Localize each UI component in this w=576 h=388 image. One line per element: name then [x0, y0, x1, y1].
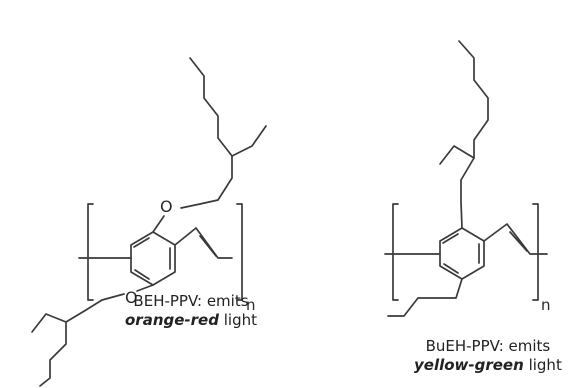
beh-ppv-ring-double-bond-3	[134, 269, 150, 280]
beh-ppv-bottom-ethyl-branch	[31, 313, 67, 333]
bueh-ppv-repeat-subscript: n	[541, 296, 551, 314]
bueh-ppv-structure: n	[384, 40, 551, 317]
bueh-ppv-caption-suffix: light	[528, 356, 562, 374]
beh-ppv-o-ring-bond-top	[152, 215, 165, 233]
bueh-ppv-benzene-ring	[439, 227, 485, 280]
beh-ppv-color-word: orange-red	[125, 311, 219, 329]
bueh-ppv-vinylene-double-bond	[509, 231, 528, 252]
beh-ppv-oxygen-top: O	[160, 197, 173, 216]
bueh-ppv-right-bracket	[532, 203, 539, 301]
beh-ppv-oxygen-bottom: O	[125, 288, 138, 307]
beh-ppv-bottom-hexyl-chain	[39, 293, 125, 387]
beh-ppv-caption-line1: BEH-PPV: emits	[133, 292, 249, 310]
bueh-ppv-ring-double-bond-3	[443, 263, 459, 274]
beh-ppv-right-bracket	[236, 203, 243, 301]
beh-ppv-caption-suffix: light	[223, 311, 257, 329]
bueh-ppv-butyl-chain	[387, 278, 463, 317]
bueh-ppv-caption-line1: BuEH-PPV: emits	[425, 337, 551, 355]
beh-ppv-repeat-subscript: n	[246, 296, 256, 314]
beh-ppv-vinylene	[174, 227, 233, 259]
beh-ppv-ring-double-bond-1	[133, 237, 150, 248]
beh-ppv-structure: O O n	[31, 57, 267, 387]
beh-ppv-left-bracket	[87, 203, 94, 301]
beh-ppv-caption: BEH-PPV: emits orange-red light	[125, 292, 257, 330]
beh-ppv-vinylene-double-bond	[199, 235, 217, 257]
bueh-ppv-ring-double-bond-1	[442, 233, 459, 244]
beh-ppv-benzene-ring	[130, 231, 176, 286]
bueh-ppv-top-hexyl-chain	[458, 40, 489, 229]
bueh-ppv-color-word: yellow-green	[414, 356, 524, 374]
beh-ppv-top-ethyl-branch	[231, 125, 267, 157]
bueh-ppv-caption: BuEH-PPV: emits yellow-green light	[414, 337, 562, 375]
beh-ppv-caption-line2: orange-red light	[125, 311, 257, 330]
beh-ppv-top-hexyl-chain	[180, 57, 233, 209]
bueh-ppv-top-ethyl-branch	[439, 145, 475, 165]
bueh-ppv-left-bracket	[392, 203, 399, 301]
beh-ppv-o-ring-bond-bottom	[136, 284, 154, 292]
bueh-ppv-caption-line2: yellow-green light	[414, 356, 562, 375]
